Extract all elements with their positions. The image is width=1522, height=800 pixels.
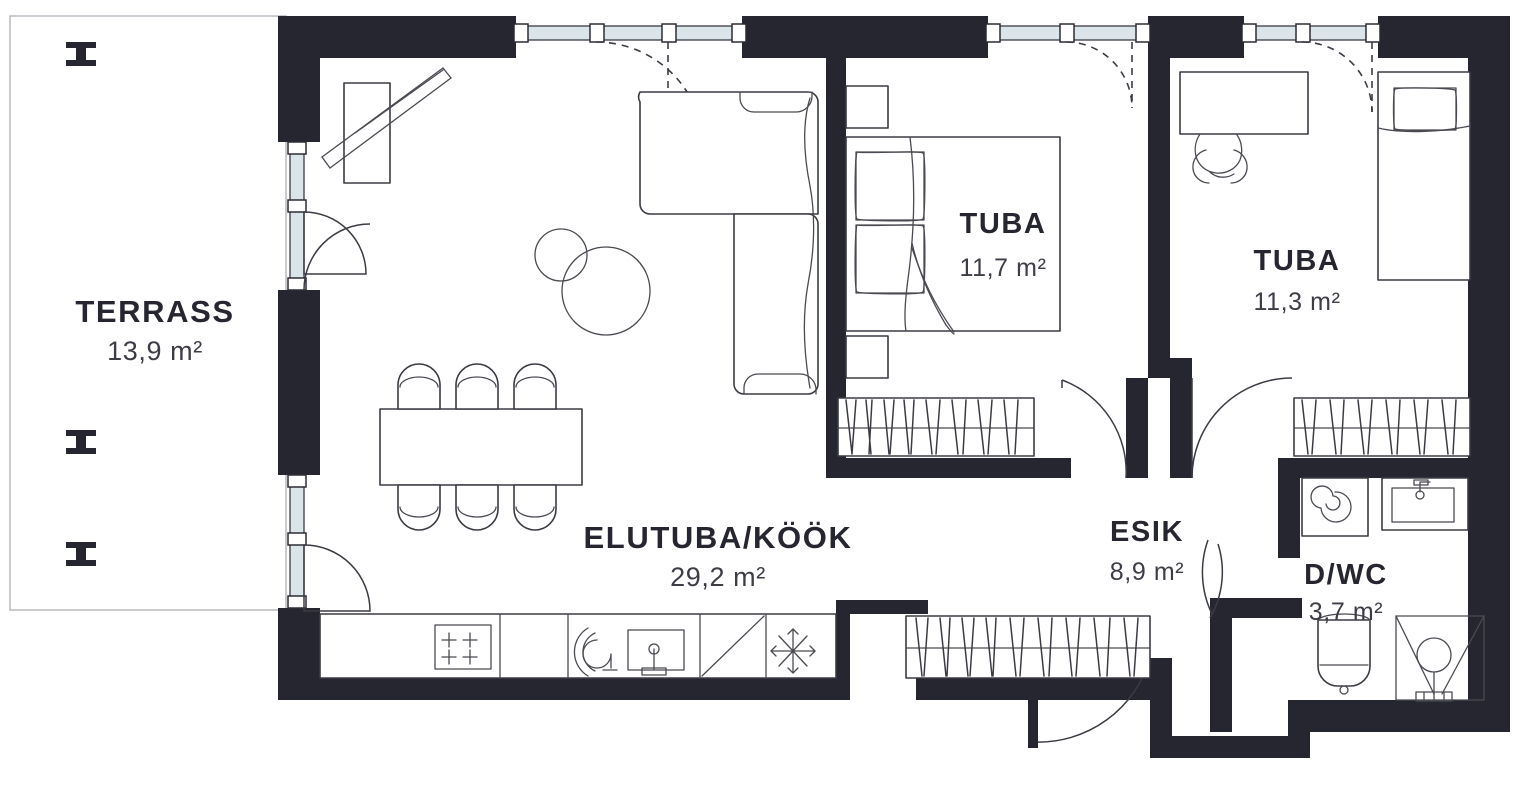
dishwasher-icon (573, 627, 618, 677)
furniture-esik (905, 615, 1151, 679)
furniture-living-room (321, 67, 819, 531)
terrace-area (9, 15, 287, 611)
room-label-dwc-area: 3,7 m² (1309, 598, 1383, 626)
room-label-terrass-name: TERRASS (75, 294, 234, 329)
window-bedroom-2[interactable] (1241, 23, 1381, 43)
coffee-tables (534, 228, 651, 336)
washbasin-icon (1381, 477, 1469, 531)
wall-bedroom2-bottom (1278, 458, 1470, 478)
wall-left-middle (278, 290, 320, 475)
nightstand-top (845, 85, 889, 129)
room-labels: TERRASS 13,9 m² ELUTUBA/KÖÖK 29,2 m² TUB… (75, 208, 1388, 626)
wall-kitchen-right-stub (836, 600, 850, 700)
wardrobe-esik-hatch (915, 617, 1139, 677)
window-open-arc-bedroom1 (1065, 41, 1133, 109)
room-label-elutuba-area: 29,2 m² (670, 562, 766, 592)
wall-top-left (278, 16, 516, 142)
snowflake-freezer-icon (770, 628, 816, 674)
wall-bedroom1-bottom (826, 458, 1071, 478)
toilet-icon (1317, 613, 1371, 695)
dining-chair-top-1 (397, 363, 441, 410)
wall-bathroom-bottom (1288, 700, 1470, 732)
wall-left-upper (278, 16, 320, 142)
door-swing-terrace-lower (303, 544, 371, 612)
wall-bathroom-top (1210, 598, 1302, 618)
nightstand-bottom (845, 335, 889, 379)
single-bed (1377, 71, 1471, 281)
sectional-sofa (637, 91, 819, 395)
window-open-arc-bedroom2 (1301, 41, 1373, 113)
room-label-tuba2-area: 11,3 m² (1253, 288, 1340, 316)
wall-hall-bottom (916, 678, 1172, 700)
wall-bottom-left-corner (278, 608, 320, 700)
desk-chair (1192, 133, 1248, 184)
glazing-group (287, 23, 1381, 609)
door-leaf-entry-slab (1028, 656, 1038, 748)
sliding-door-left-lower[interactable] (287, 474, 307, 609)
room-label-dwc-name: D/WC (1304, 559, 1388, 591)
terrace-column-bottom (66, 542, 96, 566)
furniture-bedroom-1 (837, 85, 1061, 457)
door-arc-bedroom1 (1061, 379, 1127, 479)
desk (1179, 71, 1309, 135)
dining-chair-top-2 (455, 363, 499, 410)
room-label-esik-name: ESIK (1110, 516, 1184, 548)
wall-bathroom-left (1210, 598, 1232, 732)
door-arc-terrace-upper-2 (303, 223, 371, 291)
wall-bedroom2-jamb-left (1170, 358, 1192, 478)
wall-bedroom1-door-jamb (1126, 378, 1148, 478)
dining-chair-bottom-2 (455, 484, 499, 531)
spiral-washing-machine-icon (1301, 477, 1369, 537)
double-bed (845, 136, 1061, 335)
wall-bedroom1-bedroom2 (1148, 16, 1170, 378)
door-arc-bathroom (1209, 543, 1224, 619)
wall-kitchen-top-stub (836, 600, 928, 614)
kitchen-counter (319, 613, 837, 679)
dining-table-set (379, 363, 583, 531)
door-arc-bedroom2 (1191, 377, 1293, 479)
terrace-column-middle (66, 430, 96, 454)
wardrobe-tuba-1 (837, 397, 1035, 457)
entry-cabinet (321, 67, 452, 184)
wall-living-bedroom1 (826, 16, 846, 478)
door-swing-terrace-upper (303, 211, 367, 275)
wall-structure (278, 16, 1510, 758)
wall-entry-right-jamb (1288, 700, 1310, 758)
window-bedroom-1[interactable] (985, 23, 1151, 43)
wall-top-middle (742, 16, 988, 58)
room-label-tuba1-area: 11,7 m² (959, 254, 1046, 282)
kitchen-counter-run (319, 613, 837, 679)
furniture-bathroom (1301, 477, 1485, 702)
four-burner-cooktop-icon (434, 624, 492, 670)
wall-entry-bottom (1150, 736, 1310, 758)
room-label-esik-area: 8,9 m² (1110, 558, 1184, 586)
dining-chair-bottom-3 (513, 484, 557, 531)
sink-icon (627, 629, 685, 676)
window-living-room[interactable] (513, 23, 747, 43)
dining-chair-bottom-1 (397, 484, 441, 531)
sliding-door-left-upper[interactable] (287, 141, 307, 291)
terrace-columns (66, 42, 96, 566)
room-label-tuba2-name: TUBA (1254, 245, 1341, 277)
diagonal-cabinet-icon (701, 615, 765, 677)
door-arc-bathroom-2 (1201, 539, 1213, 615)
wardrobe-tuba-2 (1293, 397, 1471, 457)
room-label-tuba1-name: TUBA (960, 208, 1047, 240)
dining-chair-top-3 (513, 363, 557, 410)
wall-bathroom-left-upper (1278, 458, 1300, 558)
dining-table (379, 408, 583, 486)
terrace-column-top (66, 42, 96, 66)
wall-hall-right-jamb (1150, 658, 1172, 758)
shower-drain-icon (1395, 615, 1485, 702)
wall-right-exterior (1468, 16, 1510, 732)
room-label-elutuba-name: ELUTUBA/KÖÖK (584, 520, 853, 555)
wall-bottom-kitchen (278, 678, 848, 700)
room-label-terrass-area: 13,9 m² (107, 336, 203, 366)
terrace-outline (9, 15, 287, 611)
furniture-bedroom-2 (1179, 71, 1471, 457)
